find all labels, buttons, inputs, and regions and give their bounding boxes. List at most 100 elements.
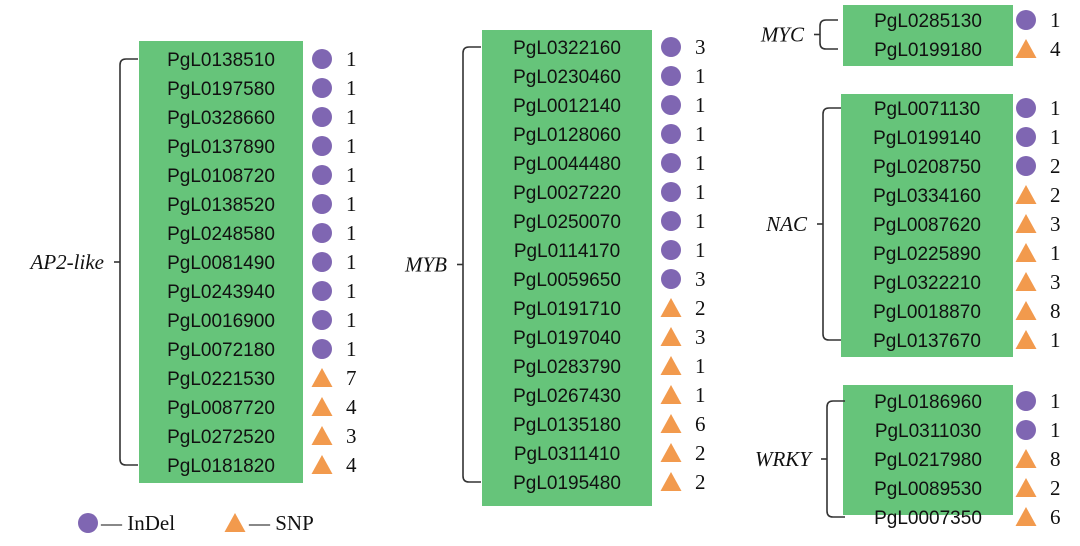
variant-count: 1	[1050, 125, 1061, 149]
variant-count: 1	[346, 192, 357, 216]
gene-id: PgL0114170	[514, 241, 620, 262]
variant-count: 3	[1050, 212, 1061, 236]
variant-count: 1	[695, 383, 706, 407]
variant-count: 4	[346, 453, 357, 477]
legend-snp-triangle-icon	[224, 513, 246, 532]
family-label-ap2-like: AP2-like	[29, 250, 104, 274]
gene-id: PgL0087720	[167, 398, 275, 419]
variant-count: 1	[695, 238, 706, 262]
snp-triangle-icon	[1015, 449, 1037, 468]
gene-row: PgL0186960 1	[874, 389, 1060, 413]
gene-id: PgL0137670	[873, 331, 981, 352]
gene-id: PgL0016900	[167, 311, 275, 332]
family-label-nac: NAC	[765, 212, 808, 236]
variant-count: 4	[1050, 37, 1061, 61]
gene-id: PgL0197040	[513, 328, 621, 349]
indel-circle-icon	[1016, 10, 1036, 30]
gene-id: PgL0243940	[167, 282, 275, 303]
indel-circle-icon	[1016, 98, 1036, 118]
variant-count: 1	[695, 180, 706, 204]
variant-count: 1	[695, 209, 706, 233]
gene-id: PgL0221530	[167, 369, 275, 390]
gene-id: PgL0135180	[513, 415, 621, 436]
legend-label: — InDel	[100, 511, 175, 535]
variant-count: 1	[346, 47, 357, 71]
family-label-wrky: WRKY	[755, 447, 813, 471]
gene-id: PgL0007350	[874, 508, 982, 529]
snp-triangle-icon	[660, 414, 682, 433]
gene-id: PgL0225890	[873, 244, 981, 265]
variant-count: 8	[1050, 447, 1061, 471]
gene-id: PgL0217980	[874, 450, 982, 471]
snp-triangle-icon	[1015, 39, 1037, 58]
gene-id: PgL0191710	[513, 299, 621, 320]
family-bracket	[119, 58, 138, 466]
legend: — InDel— SNP	[78, 511, 314, 535]
gene-id: PgL0059650	[513, 270, 621, 291]
gene-id: PgL0044480	[513, 154, 621, 175]
indel-circle-icon	[661, 66, 681, 86]
gene-id: PgL0027220	[513, 183, 621, 204]
gene-row: PgL0267430 1	[513, 383, 705, 407]
variant-count: 1	[346, 337, 357, 361]
gene-id: PgL0071130	[874, 99, 980, 120]
gene-id: PgL0272520	[167, 427, 275, 448]
variant-count: 3	[1050, 270, 1061, 294]
gene-id: PgL0199140	[873, 128, 981, 149]
indel-circle-icon	[661, 182, 681, 202]
gene-id: PgL0311030	[875, 421, 981, 442]
gene-id: PgL0208750	[873, 157, 981, 178]
gene-row: PgL0181820 4	[167, 453, 357, 477]
snp-triangle-icon	[1015, 243, 1037, 262]
gene-row: PgL0217980 8	[874, 447, 1060, 471]
indel-circle-icon	[1016, 420, 1036, 440]
snp-triangle-icon	[660, 385, 682, 404]
gene-id: PgL0186960	[874, 392, 982, 413]
snp-triangle-icon	[1015, 330, 1037, 349]
gene-id: PgL0137890	[167, 137, 275, 158]
family-label-myb: MYB	[404, 253, 447, 277]
family-label-myc: MYC	[760, 23, 805, 47]
variant-count: 1	[695, 93, 706, 117]
snp-triangle-icon	[1015, 185, 1037, 204]
gene-box-nac	[841, 94, 1013, 357]
gene-id: PgL0267430	[513, 386, 621, 407]
snp-triangle-icon	[311, 397, 333, 416]
snp-triangle-icon	[1015, 272, 1037, 291]
indel-circle-icon	[1016, 127, 1036, 147]
variant-count: 1	[695, 354, 706, 378]
snp-triangle-icon	[660, 327, 682, 346]
variant-count: 1	[695, 122, 706, 146]
snp-triangle-icon	[311, 455, 333, 474]
indel-circle-icon	[312, 223, 332, 243]
variant-count: 3	[695, 325, 706, 349]
gene-id: PgL0181820	[167, 456, 275, 477]
variant-count: 4	[346, 395, 357, 419]
indel-circle-icon	[312, 281, 332, 301]
snp-triangle-icon	[1015, 478, 1037, 497]
indel-circle-icon	[312, 339, 332, 359]
variant-count: 1	[1050, 389, 1061, 413]
indel-circle-icon	[312, 49, 332, 69]
gene-id: PgL0334160	[873, 186, 981, 207]
gene-box-myc	[843, 5, 1013, 66]
indel-circle-icon	[312, 165, 332, 185]
variant-count: 1	[346, 105, 357, 129]
